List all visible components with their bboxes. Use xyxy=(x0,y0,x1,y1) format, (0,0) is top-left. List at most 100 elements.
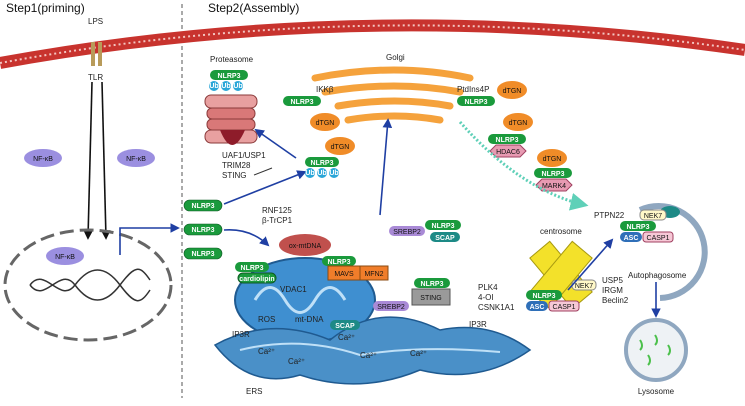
golgi-label: Golgi xyxy=(386,53,405,62)
svg-text:NLRP3: NLRP3 xyxy=(542,171,565,178)
svg-text:SCAP: SCAP xyxy=(435,235,455,242)
step1-title: Step1(priming) xyxy=(6,1,85,15)
svg-text:Ub: Ub xyxy=(317,170,326,177)
svg-text:NLRP3: NLRP3 xyxy=(192,203,215,210)
srebp2-scap-upper: SREBP2 NLRP3 SCAP xyxy=(389,220,461,242)
centrosome-label: centrosome xyxy=(540,227,582,236)
svg-text:Ub: Ub xyxy=(209,83,218,90)
proteasome-label: Proteasome xyxy=(210,55,254,64)
irgm-label: IRGM xyxy=(602,286,623,295)
tlr-signal-arrow-2 xyxy=(101,81,111,240)
nfkb-cytoplasm-1: NF-κB xyxy=(24,149,62,167)
btrcp1-label: β-TrCP1 xyxy=(262,216,293,225)
svg-text:NF-κB: NF-κB xyxy=(55,254,75,261)
oxmtdna: ox-mtDNA xyxy=(279,234,331,256)
hdac6-nlrp3: NLRP3 HDAC6 xyxy=(488,134,527,158)
ip3r-left-label: IP3R xyxy=(232,330,250,339)
dtgn-5: dTGN xyxy=(537,149,567,167)
sting-inhibitor-label: STING xyxy=(222,171,246,180)
nlrp3-pill-3: NLRP3 xyxy=(183,247,223,260)
svg-text:ASC: ASC xyxy=(624,235,639,242)
nucleus xyxy=(3,228,173,342)
beclin2-label: Beclin2 xyxy=(602,296,629,305)
svg-text:NLRP3: NLRP3 xyxy=(432,223,455,230)
svg-text:NLRP3: NLRP3 xyxy=(311,160,334,167)
svg-text:SREBP2: SREBP2 xyxy=(393,229,421,236)
svg-text:NEK7: NEK7 xyxy=(644,213,662,220)
trim28-label: TRIM28 xyxy=(222,161,251,170)
svg-text:dTGN: dTGN xyxy=(543,156,562,163)
svg-text:CASP1: CASP1 xyxy=(647,235,670,242)
ca-label-2: Ca²⁺ xyxy=(288,357,305,366)
svg-text:NLRP3: NLRP3 xyxy=(465,99,488,106)
cell-membrane xyxy=(0,19,745,69)
nfkb-nuclear: NF-κB xyxy=(46,247,84,265)
svg-text:Ub: Ub xyxy=(329,170,338,177)
dtgn-4: dTGN xyxy=(503,113,533,131)
svg-text:NLRP3: NLRP3 xyxy=(241,265,264,272)
svg-text:MARK4: MARK4 xyxy=(542,183,566,190)
svg-text:Ub: Ub xyxy=(233,83,242,90)
cardiolipin-nlrp3: NLRP3 cardiolipin xyxy=(235,262,277,284)
to-proteasome-arrow xyxy=(254,128,297,159)
tlr-receptor xyxy=(91,42,102,66)
endoplasmic-reticulum xyxy=(213,316,532,385)
dtgn-1: dTGN xyxy=(497,81,527,99)
svg-text:CASP1: CASP1 xyxy=(553,304,576,311)
dna-helix xyxy=(29,268,151,302)
tlr-label: TLR xyxy=(88,73,103,82)
svg-text:NLRP3: NLRP3 xyxy=(627,224,650,231)
fouroi-label: 4-OI xyxy=(478,293,494,302)
svg-text:NLRP3: NLRP3 xyxy=(533,293,556,300)
autophagosome-label: Autophagosome xyxy=(628,271,687,280)
golgi-to-centrosome-arrow xyxy=(458,121,589,211)
svg-text:NF-κB: NF-κB xyxy=(126,156,146,163)
to-ub-nlrp3-arrow xyxy=(223,170,307,205)
dtgn-2: dTGN xyxy=(310,113,340,131)
nfkb-cytoplasm-2: NF-κB xyxy=(117,149,155,167)
ptdins4p-label: PtdIns4P xyxy=(457,85,489,94)
tlr-signal-arrow-1 xyxy=(83,81,93,240)
usp5-label: USP5 xyxy=(602,276,623,285)
svg-text:Ub: Ub xyxy=(221,83,230,90)
golgi-nlrp3-right: NLRP3 xyxy=(457,96,495,106)
srebp2-sting-lower: SREBP2 NLRP3 STING xyxy=(373,278,451,311)
svg-text:MAVS: MAVS xyxy=(334,271,354,278)
golgi-stack xyxy=(311,66,474,124)
nucleus-to-nlrp3-arrow xyxy=(119,223,180,255)
to-golgi-arrow xyxy=(379,118,393,216)
ptpn22-label: PTPN22 xyxy=(594,211,625,220)
svg-text:NF-κB: NF-κB xyxy=(33,156,53,163)
lysosome-label: Lysosome xyxy=(638,387,675,396)
rnf125-label: RNF125 xyxy=(262,206,292,215)
to-autophagosome-arrow xyxy=(567,238,614,291)
lysosome xyxy=(624,318,688,382)
svg-text:NLRP3: NLRP3 xyxy=(291,99,314,106)
proteasome-ub-chain: Ub Ub Ub xyxy=(209,81,243,91)
svg-text:HDAC6: HDAC6 xyxy=(496,149,520,156)
svg-text:NEK7: NEK7 xyxy=(575,283,593,290)
ers-label: ERS xyxy=(246,387,262,396)
plk4-label: PLK4 xyxy=(478,283,498,292)
svg-text:Ub: Ub xyxy=(305,170,314,177)
svg-text:NLRP3: NLRP3 xyxy=(328,259,351,266)
svg-text:dTGN: dTGN xyxy=(331,144,350,151)
step2-title: Step2(Assembly) xyxy=(208,1,299,15)
svg-text:cardiolipin: cardiolipin xyxy=(239,276,274,283)
to-mito-arrow xyxy=(223,228,270,247)
ca-label-5: Ca²⁺ xyxy=(410,349,427,358)
svg-text:SREBP2: SREBP2 xyxy=(377,304,405,311)
inhibition-line-1 xyxy=(253,167,273,176)
svg-text:NLRP3: NLRP3 xyxy=(192,227,215,234)
svg-text:ASC: ASC xyxy=(530,304,545,311)
ca-label-4: Ca²⁺ xyxy=(360,351,377,360)
svg-text:dTGN: dTGN xyxy=(316,120,335,127)
scap-lower: SCAP xyxy=(330,320,360,330)
nek7-nlrp3-centrosome: NEK7 NLRP3 ASC CASP1 xyxy=(526,279,597,312)
uaf1-label: UAF1/USP1 xyxy=(222,151,266,160)
mavs-mfn2: NLRP3 MAVS MFN2 xyxy=(322,256,389,281)
golgi-nlrp3-left: NLRP3 xyxy=(283,96,321,106)
autophagosome-complex: NEK7 NLRP3 ASC CASP1 xyxy=(620,209,674,243)
mtdna-label: mt-DNA xyxy=(295,315,324,324)
